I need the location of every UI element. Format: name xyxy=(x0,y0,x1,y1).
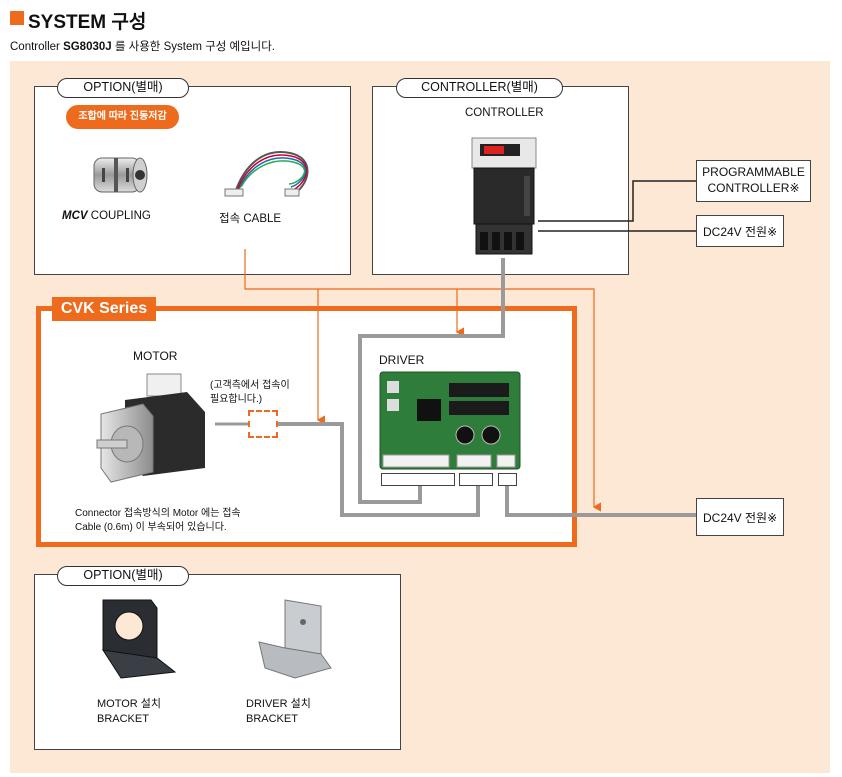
cable-icon xyxy=(224,151,309,197)
cvk-series-tab: CVK Series xyxy=(52,297,156,321)
power-bottom-label: DC24V 전원※ xyxy=(703,511,778,525)
driver-bracket-label: DRIVER 설치 BRACKET xyxy=(246,697,311,727)
driver-label: DRIVER xyxy=(379,353,425,367)
driver-connector-signal xyxy=(459,473,493,486)
customer-note: (고객측에서 접속이 필요합니다.) xyxy=(210,379,290,407)
motor-label: MOTOR xyxy=(133,349,178,363)
power-top-box xyxy=(696,215,784,247)
connection-point-marker xyxy=(248,410,278,438)
controller-label: CONTROLLER xyxy=(465,107,544,119)
programmable-controller-label: PROGRAMMABLE CONTROLLER※ xyxy=(696,164,811,196)
programmable-line1: PROGRAMMABLE xyxy=(702,165,805,179)
driver-to-power-cable xyxy=(505,486,696,517)
coupling-text: COUPLING xyxy=(90,210,151,222)
motor-bracket-line1: MOTOR 설치 xyxy=(97,698,162,710)
cable-label: 접속 CABLE xyxy=(219,213,282,225)
driver-bracket-line2: BRACKET xyxy=(246,713,298,725)
motor-bracket-line2: BRACKET xyxy=(97,713,149,725)
subtitle-model: SG8030J xyxy=(63,41,112,53)
power-top-label: DC24V 전원※ xyxy=(703,225,778,239)
driver-bracket-line1: DRIVER 설치 xyxy=(246,698,311,710)
coupling-brand: MCV xyxy=(62,210,88,222)
power-bottom-box xyxy=(696,498,784,536)
subtitle-prefix: Controller xyxy=(10,41,60,53)
motor-to-driver-cable xyxy=(278,422,480,517)
controller-to-plc-line xyxy=(538,180,696,222)
coupling-label: MCV COUPLING xyxy=(62,210,151,222)
connector-note: Connector 접속방식의 Motor 에는 접속 Cable (0.6m)… xyxy=(75,507,241,535)
motor-bracket-icon xyxy=(101,599,177,679)
programmable-controller-box xyxy=(696,160,811,202)
controller-to-driver-cable xyxy=(358,258,505,504)
customer-note-line1: (고객측에서 접속이 xyxy=(210,380,290,391)
option-bottom-pill: OPTION(별매) xyxy=(57,566,189,586)
cable-option-line-power xyxy=(244,249,602,512)
subtitle-suffix: 를 사용한 System 구성 예입니다. xyxy=(114,41,275,53)
motor-icon xyxy=(96,373,205,483)
connector-note-line2: Cable (0.6m) 이 부속되어 있습니다. xyxy=(75,522,227,533)
driver-bracket-icon xyxy=(258,599,332,679)
driver-connector-motor xyxy=(381,473,455,486)
driver-board-icon xyxy=(379,371,521,470)
vibration-tag: 조합에 따라 진동저감 xyxy=(66,105,179,129)
coupling-icon xyxy=(93,157,148,193)
motor-bracket-label: MOTOR 설치 BRACKET xyxy=(97,697,161,727)
controller-pill: CONTROLLER(별매) xyxy=(396,78,563,98)
controller-device-icon xyxy=(471,137,537,255)
driver-connector-power xyxy=(498,473,517,486)
option-bottom-box xyxy=(34,574,401,750)
connector-note-line1: Connector 접속방식의 Motor 에는 접속 xyxy=(75,508,241,519)
page-title: SYSTEM 구성 xyxy=(28,12,147,33)
customer-note-line2: 필요합니다.) xyxy=(210,394,263,405)
title-square-icon xyxy=(10,11,24,25)
page-subtitle: Controller SG8030J 를 사용한 System 구성 예입니다. xyxy=(10,38,275,54)
option-top-pill: OPTION(별매) xyxy=(57,78,189,98)
programmable-line2: CONTROLLER※ xyxy=(707,181,800,195)
